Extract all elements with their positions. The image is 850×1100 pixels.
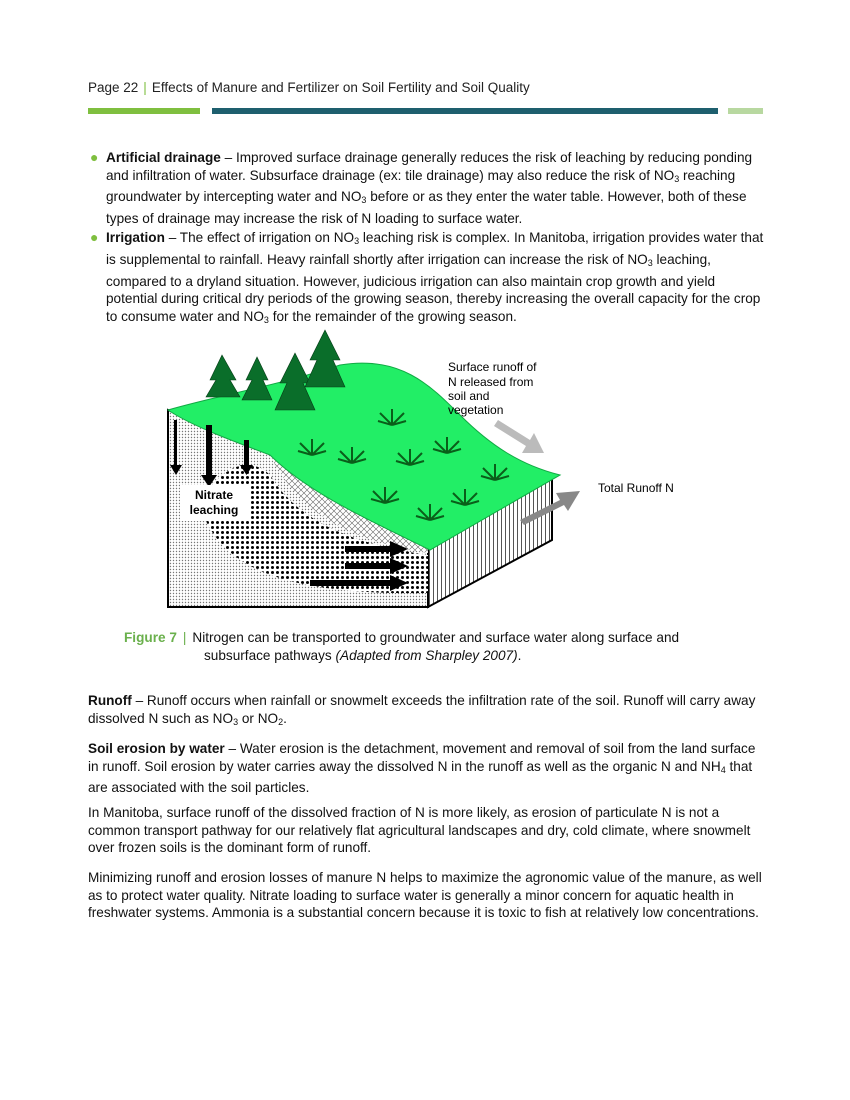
surface-runoff-label-line: vegetation [448, 403, 503, 417]
paragraph-term: Runoff [88, 693, 132, 708]
bullet-text: – The effect of irrigation on NO [164, 230, 355, 246]
header-separator: | [143, 80, 147, 95]
paragraph-term: Soil erosion by water [88, 741, 225, 756]
nitrogen-transport-diagram: Surface runoff of N released from soil a… [166, 329, 674, 609]
leaching-arrows [170, 420, 253, 487]
bullet-text: for the remainder of the growing season. [268, 308, 517, 324]
header-bar-light [728, 108, 763, 114]
erosion-paragraph: Soil erosion by water – Water erosion is… [88, 740, 768, 797]
caption-text: Nitrogen can be transported to groundwat… [192, 630, 680, 645]
document-title: Effects of Manure and Fertilizer on Soil… [151, 80, 530, 95]
paragraph-text: or NO [238, 710, 279, 726]
subscript: 2 [278, 716, 284, 727]
paragraph-text: – Water erosion is the detachment, movem… [88, 741, 756, 774]
bullet-section: ● Artificial drainage – Improved surface… [88, 149, 764, 331]
bullet-text: leaching risk is complex. In Manitoba, i… [106, 230, 764, 267]
subscript: 3 [263, 314, 269, 325]
subscript: 3 [674, 173, 680, 184]
figure-caption: Figure 7 | Nitrogen can be transported to … [124, 629, 744, 664]
bullet-artificial-drainage: ● Artificial drainage – Improved surface… [88, 149, 764, 227]
subscript: 4 [720, 764, 726, 775]
subscript: 3 [354, 236, 360, 247]
surface-runoff-label-line: soil and [448, 389, 489, 403]
leaching-label-box [180, 485, 250, 521]
figure-label: Figure 7 [124, 630, 177, 645]
subsurface-flow-arrows [310, 541, 408, 591]
subscript: 3 [233, 716, 239, 727]
bullet-dot-icon: ● [90, 229, 99, 246]
page-number: Page 22 [88, 80, 139, 95]
caption-text-line2: subsurface pathways (Adapted from Sharpl… [124, 647, 744, 665]
surface-runoff-label-line: N released from [448, 375, 533, 389]
bullet-term: Artificial drainage [106, 150, 221, 165]
runoff-paragraph: Runoff – Runoff occurs when rainfall or … [88, 692, 768, 731]
subscript: 3 [647, 257, 653, 268]
leaching-label-line: Nitrate [195, 488, 233, 502]
paragraph-text: . [283, 710, 287, 726]
caption-citation: (Adapted from Sharpley 2007) [335, 647, 518, 663]
caption-separator: | [182, 630, 187, 645]
total-runoff-label: Total Runoff N [598, 481, 674, 495]
bullet-term: Irrigation [106, 230, 165, 246]
total-runoff-arrow [520, 491, 580, 525]
header-bar-green [88, 108, 200, 114]
header-bar-teal [212, 108, 718, 114]
paragraph-text: – Runoff occurs when rainfall or snowmel… [88, 693, 756, 726]
tree-icon [205, 329, 346, 411]
surface-runoff-label: Surface runoff of N released from soil a… [448, 360, 537, 417]
bullet-text: before or as they enter the water table.… [106, 189, 747, 226]
bullet-text: – Improved surface drainage generally re… [106, 150, 753, 183]
crop-plant-icon [297, 409, 510, 521]
surface-runoff-label-line: Surface runoff of [448, 360, 537, 374]
caption-text: subsurface pathways [204, 647, 336, 663]
caption-text: . [517, 647, 522, 663]
bullet-irrigation: ● Irrigation – The effect of irrigation … [88, 229, 764, 329]
page-header: Page 22 | Effects of Manure and Fertilizer… [88, 80, 530, 95]
paragraph-text: that are associated with the soil partic… [88, 758, 753, 796]
leaching-label-line: leaching [190, 503, 239, 517]
bullet-text: reaching groundwater by intercepting wat… [106, 167, 736, 205]
subscript: 3 [361, 195, 367, 206]
surface-runoff-arrow [494, 420, 544, 453]
minimizing-paragraph: Minimizing runoff and erosion losses of … [88, 870, 762, 921]
bullet-dot-icon: ● [90, 149, 99, 165]
bullet-text: leaching, compared to a dryland situatio… [106, 251, 761, 324]
manitoba-paragraph: In Manitoba, surface runoff of the disso… [88, 805, 751, 856]
